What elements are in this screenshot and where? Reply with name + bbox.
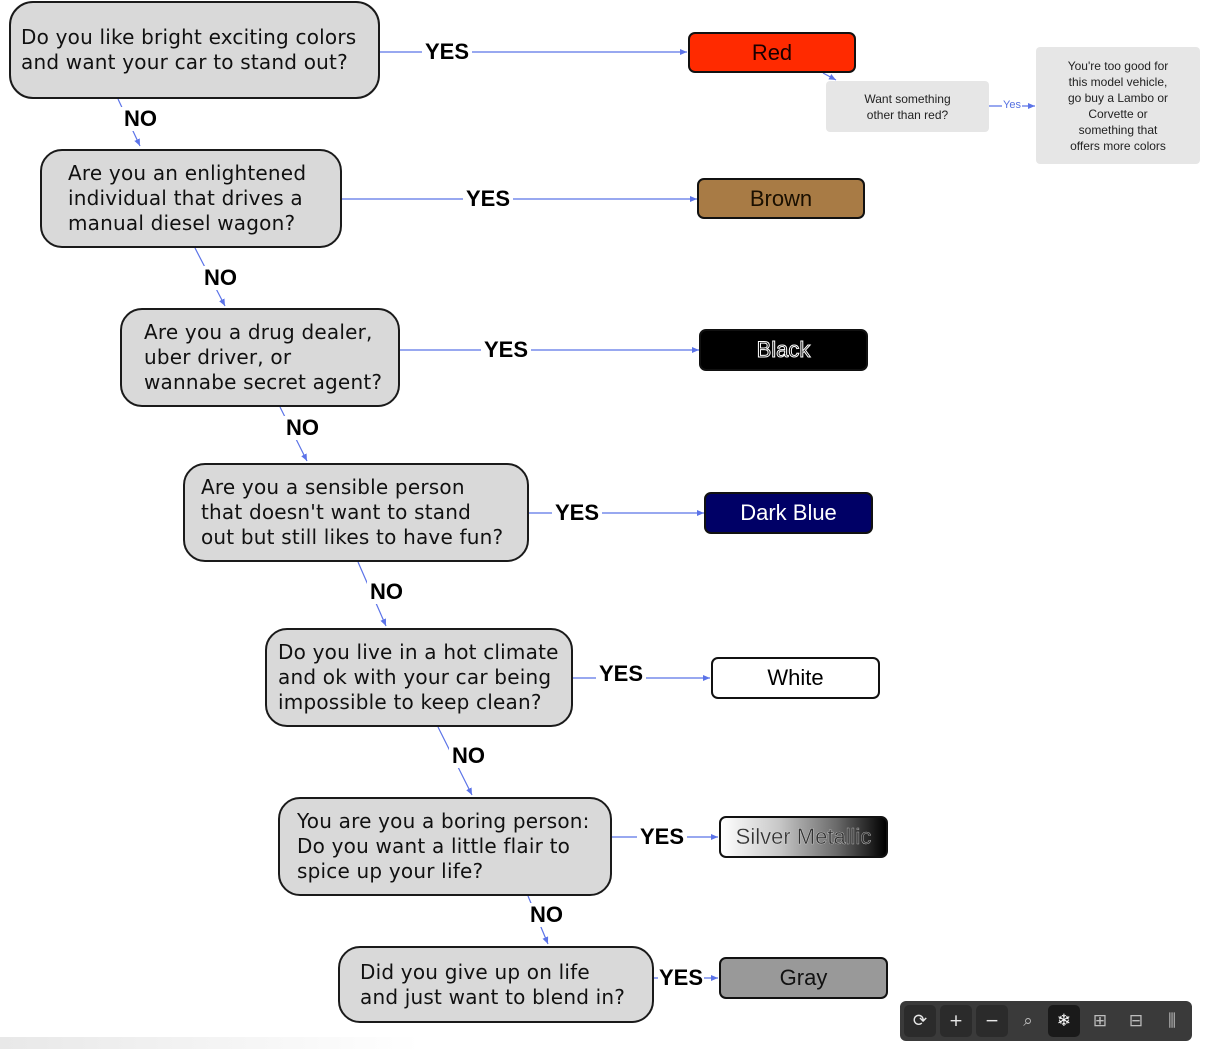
- yes-label-4: YES: [552, 501, 603, 525]
- yes-label-7: YES: [658, 965, 705, 990]
- yes-label-3: YES: [481, 338, 532, 362]
- distribute-icon[interactable]: ⫼: [1168, 1011, 1176, 1031]
- question-3[interactable]: Are you a drug dealer, uber driver, or w…: [120, 308, 400, 407]
- align-center-icon[interactable]: ⊟: [1128, 1011, 1144, 1031]
- answer-brown[interactable]: Brown: [697, 178, 865, 219]
- no-label-2: NO: [201, 266, 240, 290]
- side-note-question[interactable]: Want something other than red?: [826, 81, 989, 132]
- zoom-in-icon[interactable]: +: [940, 1005, 972, 1037]
- question-1-text: Do you like bright exciting colors and w…: [21, 25, 357, 74]
- side-note-yes-label: Yes: [1002, 99, 1022, 111]
- question-2[interactable]: Are you an enlightened individual that d…: [40, 149, 342, 248]
- edge-red-to-note: [822, 72, 837, 81]
- side-note-answer[interactable]: You're too good for this model vehicle, …: [1036, 47, 1200, 164]
- question-1[interactable]: Do you like bright exciting colors and w…: [9, 1, 380, 99]
- question-6-text: You are you a boring person: Do you want…: [297, 809, 590, 883]
- answer-white-label: White: [767, 665, 824, 690]
- question-5-text: Do you live in a hot climate and ok with…: [278, 640, 559, 714]
- yes-label-5: YES: [596, 662, 647, 686]
- question-6[interactable]: You are you a boring person: Do you want…: [278, 797, 612, 896]
- question-4-text: Are you a sensible person that doesn't w…: [201, 475, 504, 549]
- question-3-text: Are you a drug dealer, uber driver, or w…: [144, 320, 383, 394]
- answer-dark-blue[interactable]: Dark Blue: [704, 492, 873, 534]
- no-label-5: NO: [449, 744, 488, 768]
- question-7[interactable]: Did you give up on life and just want to…: [338, 946, 654, 1023]
- canvas-toolbar: ⟳ + − ⌕ ❄ ⊞ ⊟ ⫼: [900, 1001, 1192, 1041]
- answer-black-label: Black: [756, 337, 811, 363]
- question-2-text: Are you an enlightened individual that d…: [68, 161, 307, 235]
- side-note-question-text: Want something other than red?: [864, 91, 951, 122]
- yes-label-2: YES: [463, 187, 514, 211]
- no-label-1: NO: [121, 107, 160, 131]
- answer-silver-metallic[interactable]: Silver Metallic: [719, 816, 888, 858]
- question-4[interactable]: Are you a sensible person that doesn't w…: [183, 463, 529, 562]
- bottom-fade: [0, 1037, 420, 1049]
- yes-label-1: YES: [422, 40, 473, 64]
- no-label-3: NO: [283, 416, 322, 440]
- yes-label-6: YES: [637, 825, 688, 849]
- answer-black[interactable]: Black: [699, 329, 868, 371]
- question-7-text: Did you give up on life and just want to…: [360, 959, 626, 1009]
- answer-red[interactable]: Red: [688, 32, 856, 73]
- answer-gray-label: Gray: [779, 965, 828, 990]
- answer-dark-blue-label: Dark Blue: [740, 500, 837, 525]
- answer-brown-label: Brown: [749, 185, 813, 211]
- search-icon[interactable]: ⌕: [1023, 1011, 1033, 1031]
- question-5[interactable]: Do you live in a hot climate and ok with…: [265, 628, 573, 727]
- no-label-4: NO: [367, 580, 406, 604]
- no-label-6: NO: [527, 903, 566, 927]
- answer-gray[interactable]: Gray: [719, 957, 888, 999]
- answer-red-label: Red: [751, 39, 793, 65]
- grid-icon[interactable]: ⊞: [1092, 1011, 1108, 1031]
- side-note-answer-text: You're too good for this model vehicle, …: [1067, 58, 1169, 153]
- zoom-out-icon[interactable]: −: [976, 1005, 1008, 1037]
- answer-silver-metallic-label: Silver Metallic: [735, 824, 872, 849]
- snowflake-icon[interactable]: ❄: [1048, 1005, 1080, 1037]
- answer-white[interactable]: White: [711, 657, 880, 699]
- refresh-icon[interactable]: ⟳: [904, 1005, 936, 1037]
